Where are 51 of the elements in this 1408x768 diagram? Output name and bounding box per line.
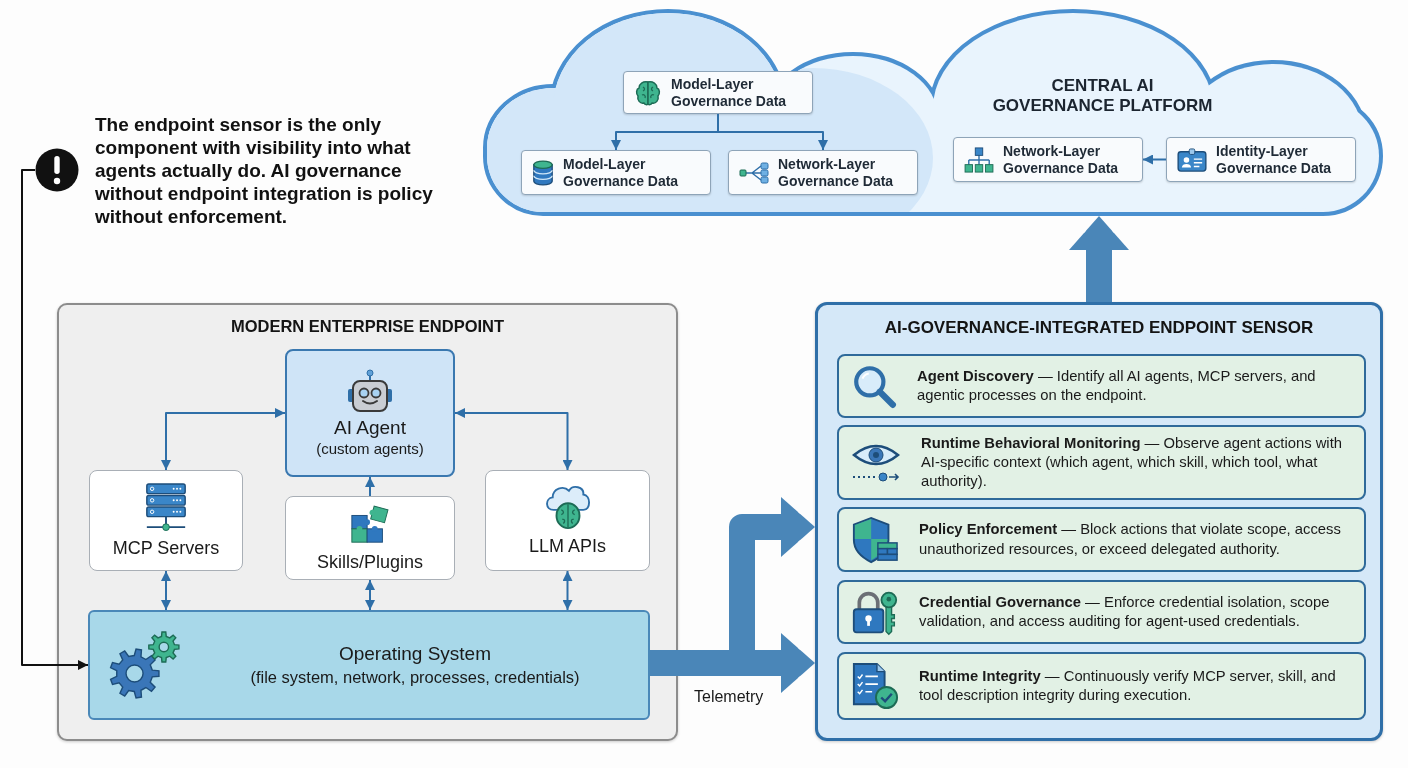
- arrow: [365, 579, 375, 611]
- data-card: [1166, 137, 1356, 182]
- note-text: The endpoint sensor is the only component with visibility into what agents actually do. AI governance without endpoint integration is policy without enforcement.: [95, 112, 434, 228]
- arrow: [1142, 154, 1167, 165]
- capability-text: Runtime Integrity — Continuously verify MCP server, skill, and tool description integrity during execution.: [919, 666, 1337, 705]
- panel-title: MODERN ENTERPRISE ENDPOINT: [230, 317, 505, 336]
- agent-title: AI Agent: [334, 416, 406, 439]
- data-card: [728, 150, 918, 195]
- capability-text: Credential Governance — Enforce credential isolation, scope validation, and access auditing for agent-used credentials.: [919, 592, 1331, 631]
- component-label: LLM APIs: [528, 536, 606, 557]
- capability-row: [837, 507, 1366, 572]
- component-label: MCP Servers: [112, 537, 220, 559]
- card-label: Identity-Layer Governance Data: [1216, 143, 1333, 176]
- component-label: Skills/Plugins: [316, 551, 423, 573]
- card-label: Network-Layer Governance Data: [1003, 143, 1120, 176]
- card-label: Model-Layer Governance Data: [671, 76, 788, 109]
- data-card: [623, 71, 813, 114]
- component-box: [89, 470, 243, 571]
- sensor-panel: [815, 302, 1383, 741]
- platform-title: CENTRAL AI GOVERNANCE PLATFORM: [991, 76, 1214, 117]
- block-arrow: [742, 633, 815, 693]
- edge-label: Telemetry: [692, 688, 766, 706]
- capability-text: Runtime Behavioral Monitoring — Observe agent actions with AI-specific context (which agent, which skill, which tool, what authority).: [921, 433, 1343, 492]
- capability-row: [837, 425, 1366, 500]
- capability-text: Agent Discovery — Identify all AI agents, MCP servers, and agentic processes on the endpoint.: [917, 366, 1317, 405]
- card-label: Model-Layer Governance Data: [563, 156, 680, 189]
- endpoint-panel: [57, 303, 678, 741]
- capability-row: [837, 652, 1366, 720]
- arrow: [365, 476, 375, 497]
- arrow: [717, 131, 828, 151]
- arrow: [21, 169, 89, 670]
- data-card: [953, 137, 1143, 182]
- panel-title: AI-GOVERNANCE-INTEGRATED ENDPOINT SENSOR: [884, 318, 1314, 338]
- arrow: [454, 408, 573, 471]
- arrow: [611, 131, 719, 151]
- data-card: [521, 150, 711, 195]
- arrow: [161, 570, 171, 611]
- capability-text: Policy Enforcement — Block actions that violate scope, access unauthorized resources, or exceed delegated authority.: [919, 520, 1342, 559]
- block-arrow: [1069, 216, 1129, 302]
- component-box: [485, 470, 650, 571]
- arrow: [562, 570, 573, 611]
- arrow: [161, 408, 286, 471]
- agent-box: [285, 349, 455, 477]
- os-subtitle: (file system, network, processes, credentials): [250, 668, 580, 687]
- card-label: Network-Layer Governance Data: [778, 156, 895, 189]
- os-title: Operating System: [338, 643, 492, 665]
- os-box: [88, 610, 650, 720]
- component-box: [285, 496, 455, 580]
- capability-row: [837, 580, 1366, 644]
- agent-subtitle: (custom agents): [316, 439, 424, 458]
- capability-row: [837, 354, 1366, 418]
